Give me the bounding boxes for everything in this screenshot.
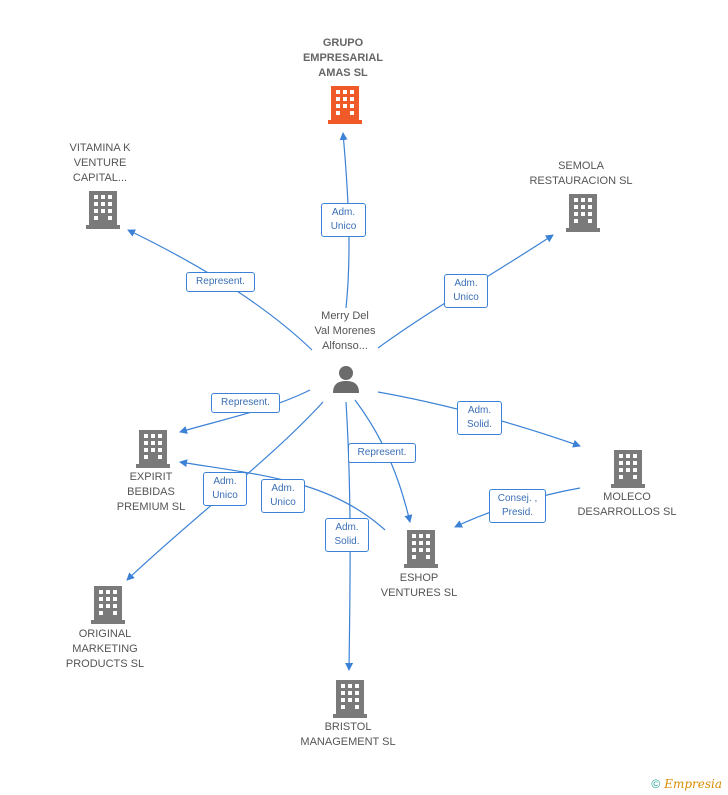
company-label-original[interactable]: ORIGINAL MARKETING PRODUCTS SL bbox=[40, 627, 170, 672]
label-line: Solid. bbox=[334, 536, 360, 547]
label-line: RESTAURACION SL bbox=[529, 175, 633, 187]
relation-label[interactable]: Adm. Unico bbox=[261, 479, 305, 513]
building-icon[interactable] bbox=[86, 191, 120, 231]
footer-credit: © Empresia bbox=[651, 777, 722, 791]
building-icon[interactable] bbox=[404, 530, 438, 570]
label-line: Unico bbox=[453, 292, 479, 303]
person-icon[interactable] bbox=[331, 364, 361, 394]
building-icon[interactable] bbox=[136, 430, 170, 470]
label-line: VENTURE bbox=[73, 157, 127, 169]
label-line: EXPIRIT bbox=[129, 471, 173, 483]
label-line: SEMOLA bbox=[558, 160, 604, 172]
label-line: Val Morenes bbox=[314, 325, 376, 337]
relation-label[interactable]: Adm. Unico bbox=[444, 274, 488, 308]
building-icon[interactable] bbox=[91, 586, 125, 626]
company-label-vitamina[interactable]: VITAMINA K VENTURE CAPITAL... bbox=[35, 141, 165, 186]
label-line: Adm. bbox=[335, 522, 359, 533]
company-label-grupo[interactable]: GRUPO EMPRESARIAL AMAS SL bbox=[278, 36, 408, 81]
edge-expirit-rep bbox=[179, 389, 311, 434]
relation-label[interactable]: Represent. bbox=[211, 393, 280, 413]
building-icon[interactable] bbox=[328, 86, 362, 126]
label-line: Adm. bbox=[213, 476, 237, 487]
relation-label[interactable]: Adm. Solid. bbox=[325, 518, 369, 552]
label-line: EMPRESARIAL bbox=[302, 52, 384, 64]
label-line: Adm. bbox=[454, 278, 478, 289]
label-line: GRUPO bbox=[322, 37, 364, 49]
relation-label[interactable]: Adm. Unico bbox=[321, 203, 366, 237]
label-line: Alfonso... bbox=[322, 340, 368, 352]
label-line: MARKETING bbox=[72, 643, 138, 655]
label-line: Consej. , bbox=[497, 493, 538, 504]
label-line: PRODUCTS SL bbox=[65, 658, 145, 670]
label-line: Unico bbox=[270, 497, 296, 508]
label-line: Adm. bbox=[467, 405, 492, 416]
relation-label[interactable]: Represent. bbox=[348, 443, 416, 463]
label-line: BEBIDAS bbox=[127, 486, 175, 498]
company-label-expirit[interactable]: EXPIRIT BEBIDAS PREMIUM SL bbox=[86, 470, 216, 515]
label-line: Presid. bbox=[501, 507, 534, 518]
company-label-eshop[interactable]: ESHOP VENTURES SL bbox=[354, 571, 484, 601]
label-line: Merry Del bbox=[321, 310, 369, 322]
label-line: CAPITAL... bbox=[72, 172, 128, 184]
label-line: Solid. bbox=[466, 419, 492, 430]
copyright-icon: © bbox=[651, 777, 661, 791]
company-label-bristol[interactable]: BRISTOL MANAGEMENT SL bbox=[283, 720, 413, 750]
brand-logo: Empresia bbox=[664, 777, 722, 791]
label-line: Represent. bbox=[357, 447, 407, 458]
label-line: Adm. bbox=[271, 483, 295, 494]
label-line: AMAS SL bbox=[318, 67, 368, 79]
label-line: MANAGEMENT SL bbox=[300, 736, 396, 748]
label-line: MOLECO bbox=[603, 491, 651, 503]
label-line: DESARROLLOS SL bbox=[577, 506, 677, 518]
building-icon[interactable] bbox=[566, 194, 600, 234]
label-line: Unico bbox=[212, 490, 238, 501]
relation-label[interactable]: Adm. Unico bbox=[203, 472, 247, 506]
label-line: Unico bbox=[330, 221, 357, 232]
relation-label[interactable]: Consej. , Presid. bbox=[489, 489, 546, 523]
person-name[interactable]: Merry Del Val Morenes Alfonso... bbox=[300, 309, 390, 354]
relation-label[interactable]: Represent. bbox=[186, 272, 255, 292]
relation-label[interactable]: Adm. Solid. bbox=[457, 401, 502, 435]
label-line: PREMIUM SL bbox=[116, 501, 186, 513]
company-label-semola[interactable]: SEMOLA RESTAURACION SL bbox=[516, 159, 646, 189]
label-line: Represent. bbox=[196, 276, 245, 287]
label-line: Represent. bbox=[221, 397, 270, 408]
building-icon[interactable] bbox=[333, 680, 367, 720]
label-line: BRISTOL bbox=[324, 721, 372, 733]
label-line: ORIGINAL bbox=[78, 628, 132, 640]
label-line: Adm. bbox=[331, 207, 356, 218]
building-icon[interactable] bbox=[611, 450, 645, 490]
label-line: ESHOP bbox=[399, 572, 439, 584]
label-line: VENTURES SL bbox=[380, 587, 458, 599]
company-label-moleco[interactable]: MOLECO DESARROLLOS SL bbox=[562, 490, 692, 520]
label-line: VITAMINA K bbox=[69, 142, 131, 154]
